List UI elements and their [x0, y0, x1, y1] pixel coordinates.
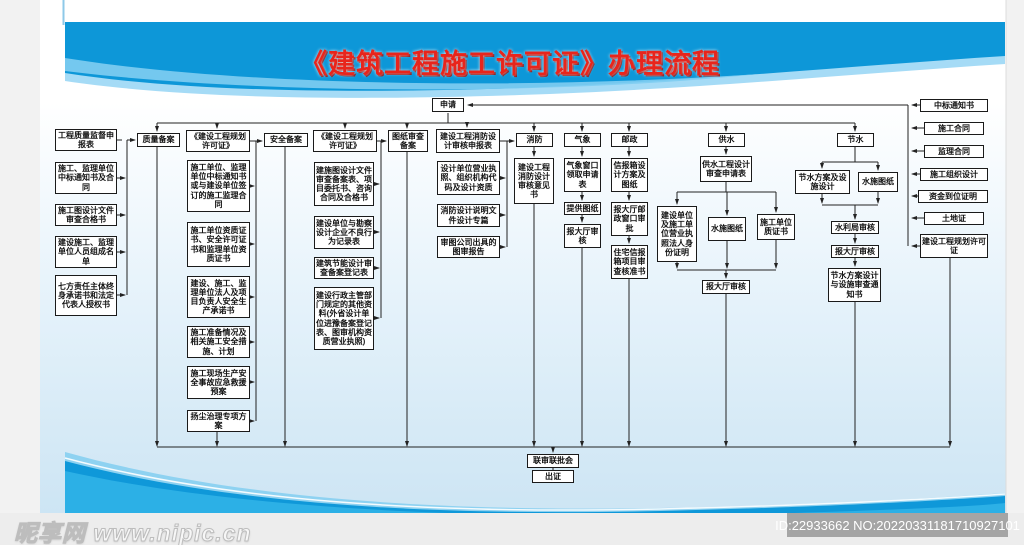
flow-node-r1: 中标通知书 — [920, 99, 988, 112]
image-id-badge: ID:22933662 NO:20220331181710927101 — [775, 513, 1020, 537]
flow-node-c1_4: 建设施工、监理单位人员组成名单 — [55, 236, 117, 268]
flow-node-ws3: 水施图纸 — [708, 217, 746, 241]
flow-node-c2_4: 施工准备情况及相关施工安全措施、计划 — [187, 326, 250, 358]
flow-node-hdr_drawing: 图纸审查备案 — [388, 130, 428, 152]
flow-node-c1_3: 施工图设计文件审查合格书 — [55, 204, 117, 226]
flow-node-ws4: 施工单位质证书 — [757, 214, 795, 240]
flow-node-c1_1: 工程质量监督申报表 — [55, 129, 117, 151]
site-footer: 昵享网 www.nipic.cn ID:22933662 NO:20220331… — [0, 513, 1024, 545]
flow-node-c2_3: 建设、施工、监理单位法人及项目负责人安全生产承诺书 — [187, 276, 250, 318]
flow-node-p3: 住宅信报箱项目审查核准书 — [611, 245, 648, 279]
flow-node-hdr_plan2: 《建设工程规划许可证》 — [313, 130, 377, 152]
flow-node-joint: 联审联批会 — [527, 454, 579, 468]
flow-node-r5: 资金到位证明 — [918, 190, 988, 203]
bottom-white-curve — [64, 457, 1006, 511]
flow-node-c4_2: 消防设计说明文件设计专篇 — [437, 204, 500, 227]
flow-node-hdr_safety: 安全备案 — [264, 133, 308, 147]
flow-node-r4: 施工组织设计 — [920, 168, 988, 181]
flow-node-hdr_post: 邮政 — [611, 133, 648, 147]
nipic-watermark: 昵享网 www.nipic.cn — [14, 514, 252, 545]
nipic-url-text: www.nipic.cn — [93, 520, 252, 545]
flow-node-ws1: 供水工程设计审查申请表 — [700, 156, 752, 182]
flow-node-p1: 信报箱设计方案及图纸 — [611, 158, 648, 192]
poster-title: 《建筑工程施工许可证》办理流程 — [300, 49, 720, 79]
flow-node-sv4: 报大厅审核 — [831, 245, 879, 258]
flow-node-r2: 施工合同 — [924, 122, 984, 135]
flow-node-c4_3: 审图公司出具的图审报告 — [437, 236, 500, 258]
flow-node-hdr_fire_form: 建设工程消防设计审核申报表 — [436, 129, 500, 153]
flow-node-c2_1: 施工单位、监理单位中标通知书或与建设单位签订的施工监理合同 — [187, 160, 250, 212]
flow-node-c3_1: 建施图设计文件审查备案表、项目委托书、咨询合同及合格书 — [314, 162, 374, 206]
flow-node-fire_result: 建设工程消防设计审核意见书 — [514, 158, 554, 204]
flow-node-c2_6: 扬尘治理专项方案 — [187, 410, 250, 432]
flow-node-r7: 建设工程规划许可证 — [920, 234, 988, 258]
bottom-light-wave — [65, 452, 1005, 513]
flow-node-ws5: 报大厅审核 — [702, 280, 750, 294]
flow-node-sv3: 水利局审核 — [831, 221, 879, 234]
flow-node-w2: 提供图纸 — [564, 202, 601, 215]
flow-node-hdr_quality: 质量备案 — [137, 133, 180, 147]
flow-node-p2: 报大厅邮政窗口审批 — [611, 202, 648, 236]
flow-node-ws2: 建设单位及施工单位营业执照法人身份证明 — [657, 206, 697, 262]
flow-node-hdr_plan1: 《建设工程规划许可证》 — [186, 130, 250, 152]
flow-node-hdr_watersaving: 节水 — [837, 133, 874, 147]
flow-node-r3: 监理合同 — [924, 145, 984, 158]
flow-node-c2_5: 施工现场生产安全事故应急救援预案 — [187, 366, 250, 399]
flow-node-w1: 气象窗口领取申请表 — [564, 158, 601, 192]
flow-node-c1_2: 施工、监理单位中标通知书及合同 — [55, 162, 117, 194]
flow-node-c3_4: 建设行政主管部门规定的其他资料(外省设计单位进豫备案登记表、图审机构资质营业执照… — [314, 287, 374, 350]
flow-node-hdr_watersupply: 供水 — [708, 133, 745, 147]
flow-node-sv2: 水施图纸 — [858, 172, 898, 192]
banner-main-wave — [65, 22, 1005, 91]
banner-swoosh-highlight — [65, 58, 760, 90]
flow-node-apply: 申请 — [432, 98, 464, 112]
flow-node-r6: 土地证 — [924, 212, 984, 225]
flow-node-issue: 出证 — [532, 470, 574, 483]
nipic-logo-text: 昵享网 — [14, 520, 86, 545]
flow-node-c3_3: 建筑节能设计审查备案登记表 — [314, 257, 374, 279]
flow-node-c2_2: 施工单位资质证书、安全许可证书和监理单位资质证书 — [187, 222, 250, 267]
flow-node-sv1: 节水方案及设施设计 — [795, 170, 850, 194]
flow-node-c4_1: 设计单位营业执照、组织机构代码及设计资质 — [437, 161, 500, 195]
bottom-cyan-wave — [65, 471, 1005, 516]
flow-node-hdr_weather: 气象 — [564, 133, 601, 147]
flow-node-c1_5: 七方责任主体终身承诺书和法定代表人授权书 — [55, 275, 117, 316]
flow-node-c3_2: 建设单位与勘察设计企业不良行为记录表 — [314, 216, 374, 249]
flow-node-sv5: 节水方案设计与设施审查通知书 — [828, 268, 881, 302]
flow-node-w3: 报大厅审核 — [564, 224, 601, 248]
flow-node-hdr_fire: 消防 — [516, 133, 553, 147]
